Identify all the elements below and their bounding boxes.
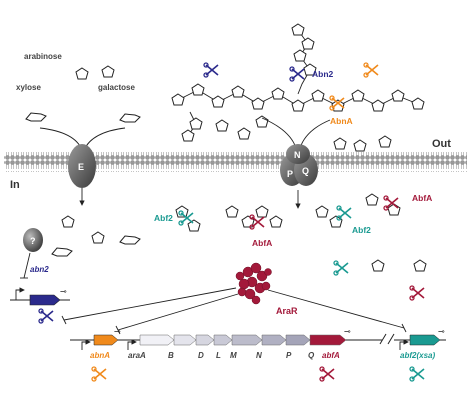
transporter-e: E bbox=[68, 144, 96, 188]
label-galactose: galactose bbox=[98, 83, 135, 92]
gene-label-abf2: abf2(xsa) bbox=[400, 351, 435, 360]
gene-label-abna: abnA bbox=[90, 351, 110, 360]
intracellular-monosaccharides bbox=[51, 215, 141, 257]
ara-operon bbox=[127, 334, 347, 350]
repression-lines bbox=[61, 287, 407, 335]
scissors-icon bbox=[409, 285, 425, 301]
unknown-protein: ? bbox=[23, 228, 43, 252]
scissors-icon bbox=[289, 66, 305, 82]
extracellular-monosaccharides bbox=[25, 65, 141, 123]
gene-abn2: ⊸ bbox=[10, 287, 70, 306]
scissors-icon bbox=[409, 366, 425, 382]
label-in: In bbox=[10, 179, 20, 191]
enzyme-abfa-right: AbfA bbox=[412, 193, 432, 203]
gene-abf2: ⊸ bbox=[399, 327, 445, 350]
enzyme-abf2-right: Abf2 bbox=[352, 225, 371, 235]
svg-text:N: N bbox=[294, 150, 301, 160]
enzyme-abn2: Abn2 bbox=[312, 69, 334, 79]
svg-text:E: E bbox=[78, 162, 84, 172]
gene-label-m: M bbox=[230, 351, 237, 360]
transporter-npq: N P Q bbox=[280, 144, 318, 186]
enzyme-abfa-mid: AbfA bbox=[252, 238, 272, 248]
label-xylose: xylose bbox=[16, 83, 41, 92]
gene-label-abfa: abfA bbox=[322, 351, 340, 360]
scissors-icon bbox=[319, 366, 335, 382]
arar-regulator bbox=[235, 262, 272, 305]
gene-abna: ⊸ bbox=[81, 327, 121, 350]
enzyme-abna: AbnA bbox=[330, 116, 353, 126]
gene-label-abn2: abn2 bbox=[30, 265, 49, 274]
scissors-icon bbox=[91, 366, 107, 382]
scissors-icon bbox=[333, 260, 349, 276]
scissors-icon bbox=[203, 62, 219, 78]
svg-text:Q: Q bbox=[302, 166, 309, 176]
label-out: Out bbox=[432, 138, 451, 150]
gene-label-b: B bbox=[168, 351, 174, 360]
gene-label-n: N bbox=[256, 351, 262, 360]
scissors-icon bbox=[336, 205, 352, 221]
terminator-icon: ⊸ bbox=[344, 327, 351, 336]
gene-label-d: D bbox=[198, 351, 204, 360]
scissors-icon bbox=[363, 62, 379, 78]
gene-label-p: P bbox=[286, 351, 292, 360]
label-arabinose: arabinose bbox=[24, 52, 62, 61]
gene-label-l: L bbox=[216, 351, 221, 360]
arabinan-polymer bbox=[171, 23, 425, 152]
svg-text:⊸: ⊸ bbox=[114, 327, 121, 336]
gene-label-q: Q bbox=[308, 351, 315, 360]
enzyme-abf2-left: Abf2 bbox=[154, 213, 173, 223]
svg-text:⊸: ⊸ bbox=[438, 327, 445, 336]
scissors-icon bbox=[38, 308, 54, 324]
gene-label-araa: araA bbox=[128, 351, 146, 360]
svg-text:⊸: ⊸ bbox=[60, 287, 67, 296]
cell-membrane bbox=[4, 152, 467, 172]
svg-text:P: P bbox=[287, 169, 293, 179]
svg-text:?: ? bbox=[30, 236, 36, 246]
label-arar: AraR bbox=[276, 306, 298, 316]
